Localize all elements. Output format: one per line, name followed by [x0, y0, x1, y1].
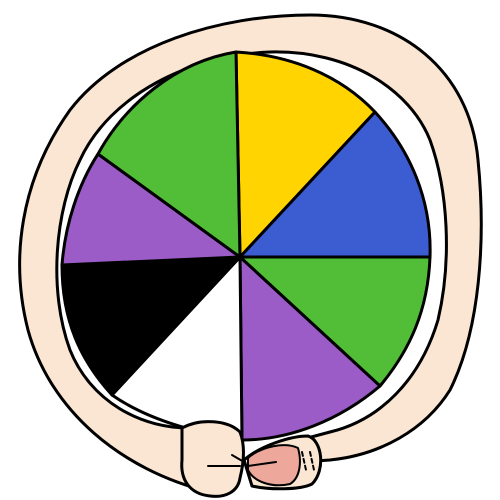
- thumb-nail-edge: [247, 461, 277, 467]
- thumb-crease-1: [301, 451, 307, 471]
- wedge-blue: [238, 110, 432, 259]
- wedge-purple-left: [60, 152, 242, 267]
- fist: [180, 420, 245, 498]
- wedge-yellow: [234, 50, 377, 259]
- wedge-green-top: [96, 50, 242, 259]
- thumbnail: [247, 444, 301, 487]
- knuckle-line-2: [231, 454, 245, 463]
- arm-outline: [18, 13, 483, 494]
- thumb-crease-2: [309, 451, 315, 471]
- wedge-purple-bottom: [238, 255, 382, 442]
- arm: [18, 13, 483, 494]
- left-hand: [180, 420, 245, 498]
- right-thumb: [242, 434, 323, 491]
- wedge-green-right: [238, 255, 432, 388]
- color-wheel: [60, 50, 432, 442]
- wedge-black: [60, 255, 242, 397]
